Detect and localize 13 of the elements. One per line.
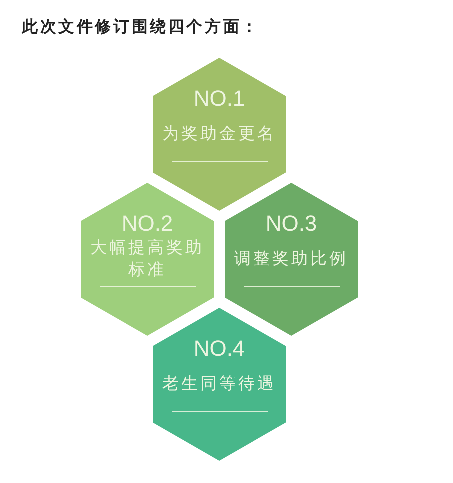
hexagon-node <box>225 183 358 336</box>
topic-text: 调整奖助比例 <box>234 248 350 270</box>
number-label: NO.2 <box>120 212 174 236</box>
topic-text: 大幅提高奖助标准 <box>90 237 206 281</box>
number-label: NO.4 <box>192 337 246 361</box>
hexagon-node <box>153 308 286 461</box>
title: 此次文件修订围绕四个方面： <box>22 16 260 38</box>
number-label: NO.1 <box>192 87 246 111</box>
topic-text: 为奖助金更名 <box>162 123 278 145</box>
hexagon-node <box>81 183 214 336</box>
number-label: NO.3 <box>264 212 318 236</box>
hexagon-node <box>153 58 286 211</box>
topic-text: 老生同等待遇 <box>162 373 278 395</box>
